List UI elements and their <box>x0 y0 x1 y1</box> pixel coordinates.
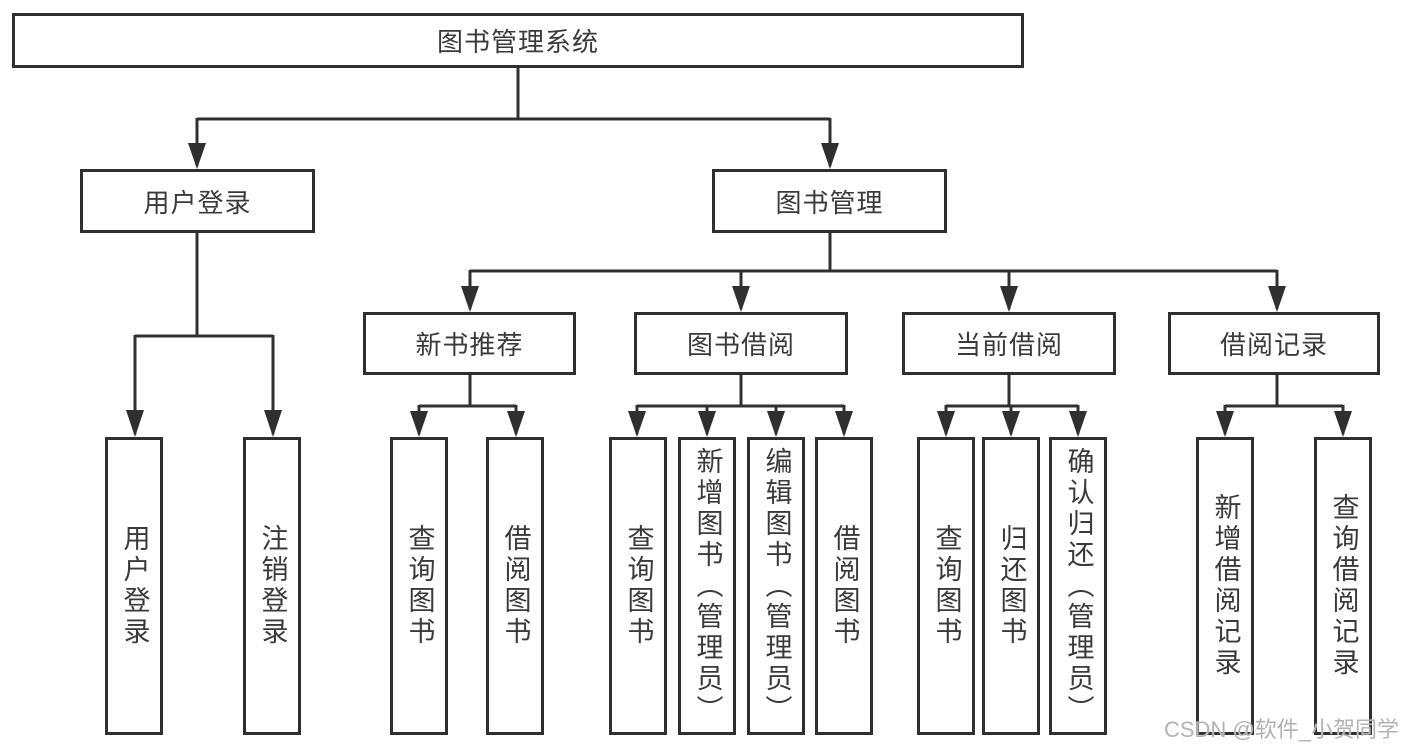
node-book-management-module: 图书管理 <box>712 169 947 233</box>
leaf-cb-query-books: 查询图书 <box>917 437 975 735</box>
leaf-bb-add-books-admin: 新增图书（管理员） <box>678 437 736 735</box>
leaf-bb-borrow-books: 借阅图书 <box>815 437 873 735</box>
leaf-nb-query-books: 查询图书 <box>390 437 448 735</box>
arrowhead-icons <box>126 143 1352 437</box>
leaf-bb-edit-books-admin: 编辑图书（管理员） <box>747 437 805 735</box>
leaf-cb-confirm-return-admin: 确认归还（管理员） <box>1049 437 1107 735</box>
node-book-borrow: 图书借阅 <box>634 312 848 375</box>
leaf-user-login: 用户登录 <box>105 437 163 735</box>
node-root-system: 图书管理系统 <box>12 13 1024 68</box>
leaf-nb-borrow-books: 借阅图书 <box>486 437 544 735</box>
leaf-bb-query-books: 查询图书 <box>609 437 667 735</box>
node-current-borrow: 当前借阅 <box>902 312 1116 375</box>
leaf-logout: 注销登录 <box>243 437 301 735</box>
leaf-cb-return-books: 归还图书 <box>982 437 1040 735</box>
leaf-br-add-record: 新增借阅记录 <box>1196 437 1254 735</box>
node-new-book-recommend: 新书推荐 <box>363 312 576 375</box>
node-borrow-records: 借阅记录 <box>1168 312 1380 375</box>
node-user-login-module: 用户登录 <box>80 169 315 233</box>
csdn-watermark: CSDN @软件_小贺同学 <box>1163 717 1399 742</box>
leaf-br-query-record: 查询借阅记录 <box>1314 437 1372 735</box>
